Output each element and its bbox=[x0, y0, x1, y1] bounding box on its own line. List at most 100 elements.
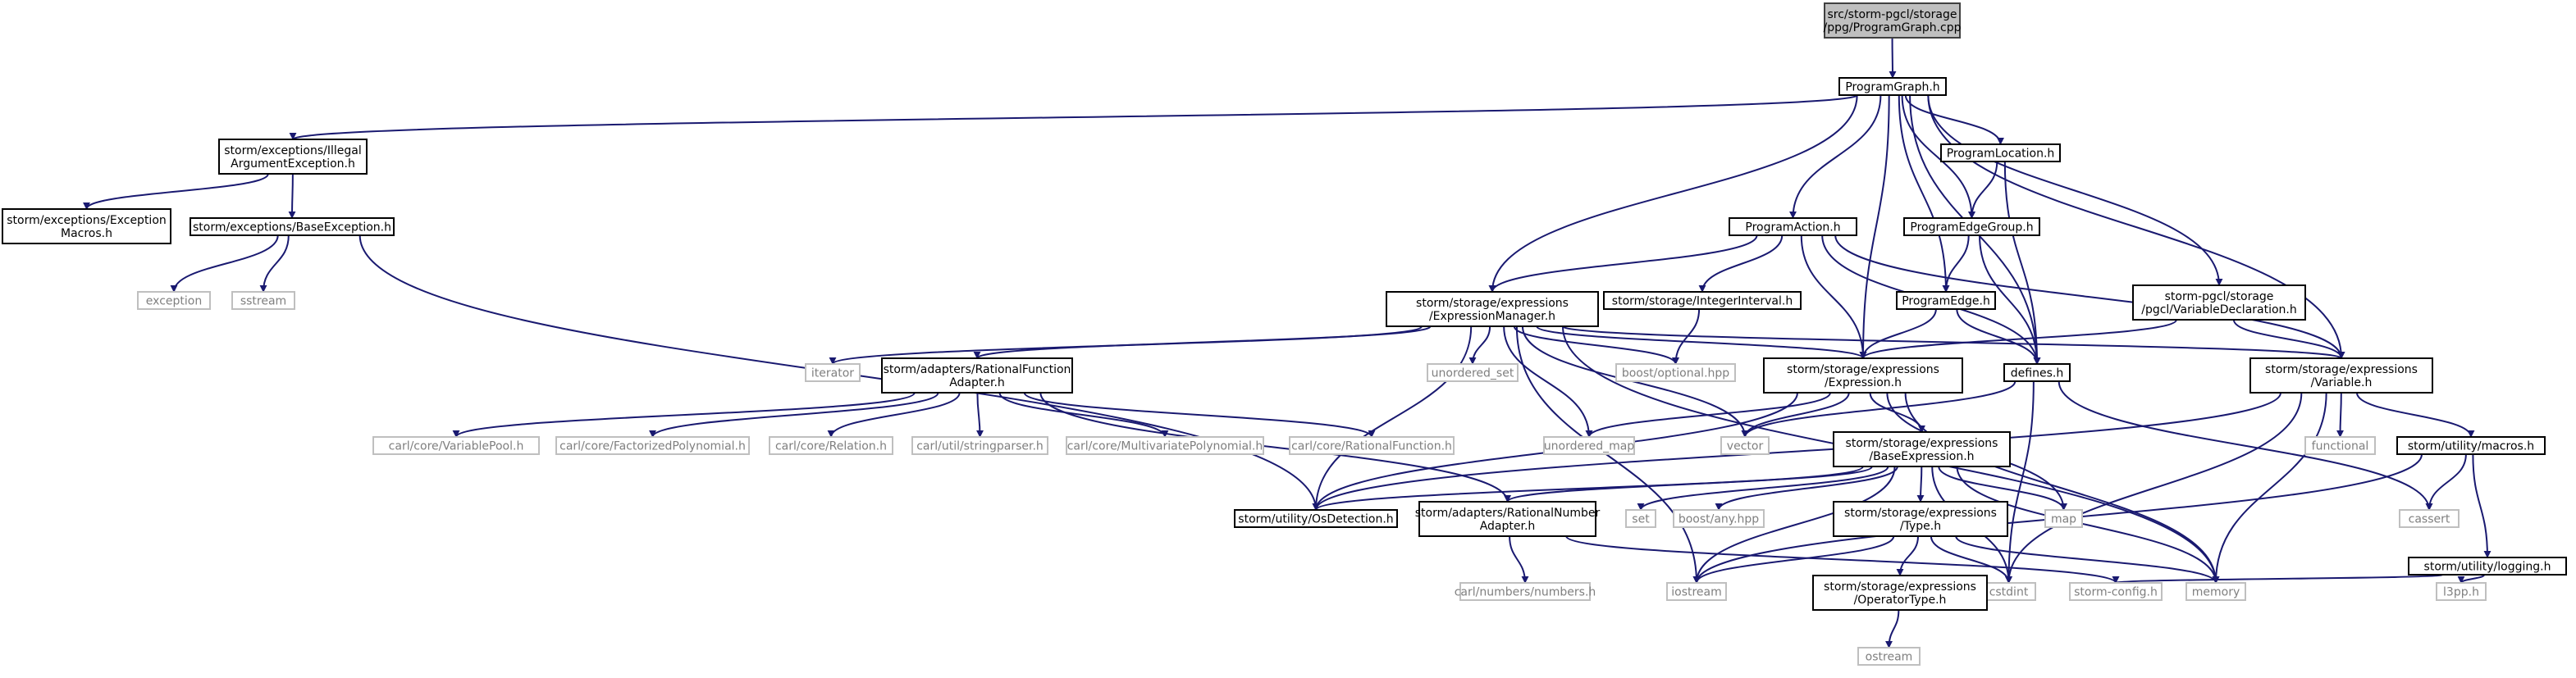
node-label: exception bbox=[146, 295, 202, 308]
edge-baseexpr-to-set bbox=[1637, 466, 1889, 511]
node-baseexc[interactable]: storm/exceptions/BaseException.h bbox=[190, 217, 395, 236]
node-label: functional bbox=[2312, 440, 2369, 453]
edge-rfadapter-to-multipoly bbox=[998, 392, 1169, 438]
edge-ploc-to-defines bbox=[2003, 161, 2041, 365]
node-box bbox=[2396, 436, 2546, 455]
node-defines[interactable]: defines.h bbox=[2003, 363, 2071, 382]
node-exprmgr[interactable]: storm/storage/expressions/ExpressionMana… bbox=[1386, 291, 1599, 327]
node-label: /BaseExpression.h bbox=[1869, 450, 1974, 463]
node-box bbox=[2069, 582, 2163, 601]
node-type[interactable]: storm/storage/expressions/Type.h bbox=[1833, 501, 2008, 537]
edge-exprmgr-to-unordered_set bbox=[1468, 325, 1491, 365]
node-cassert: cassert bbox=[2399, 509, 2460, 528]
edge-baseexpr-to-iostream bbox=[1692, 466, 1896, 584]
node-label: iterator bbox=[811, 367, 854, 380]
node-box bbox=[1763, 357, 1963, 394]
node-label: storm/storage/IntegerInterval.h bbox=[1612, 295, 1793, 308]
node-paction[interactable]: ProgramAction.h bbox=[1729, 217, 1857, 236]
edges-layer bbox=[83, 37, 2492, 648]
node-multipoly: carl/core/MultivariatePolynomial.h bbox=[1066, 436, 1264, 455]
node-box bbox=[1289, 436, 1455, 455]
node-label: storm/storage/expressions bbox=[1846, 437, 1998, 450]
node-label: cstdint bbox=[1989, 586, 2029, 599]
node-varpool: carl/core/VariablePool.h bbox=[372, 436, 540, 455]
node-logging[interactable]: storm/utility/logging.h bbox=[2408, 557, 2567, 576]
node-pg[interactable]: ProgramGraph.h bbox=[1838, 77, 1947, 96]
edge-baseexpr-to-osdetect bbox=[1312, 466, 1864, 511]
edge-ploc-to-peg bbox=[1968, 161, 1998, 219]
node-peg[interactable]: ProgramEdgeGroup.h bbox=[1903, 217, 2040, 236]
node-set: set bbox=[1625, 509, 1656, 528]
edge-expr-to-unordered_map bbox=[1585, 392, 1831, 438]
edge-exprmgr-to-osdetect bbox=[1312, 325, 1473, 511]
node-label: storm/storage/expressions bbox=[1416, 297, 1569, 310]
node-box bbox=[2185, 582, 2246, 601]
edge-pedge-to-defines bbox=[1956, 308, 2041, 365]
node-intinterval[interactable]: storm/storage/IntegerInterval.h bbox=[1603, 291, 1802, 310]
node-unordered_set: unordered_set bbox=[1427, 363, 1519, 382]
node-box bbox=[2408, 557, 2567, 576]
node-box bbox=[1940, 143, 2061, 162]
nodes-layer: src/storm-pgcl/storage/ppg/ProgramGraph.… bbox=[2, 2, 2567, 666]
node-variable[interactable]: storm/storage/expressions/Variable.h bbox=[2249, 357, 2433, 394]
node-vardecl[interactable]: storm-pgcl/storage/pgcl/VariableDeclarat… bbox=[2132, 284, 2306, 321]
node-label: /ExpressionManager.h bbox=[1429, 310, 1555, 323]
edge-pg-to-expr bbox=[1859, 94, 1890, 359]
node-baseexpr[interactable]: storm/storage/expressions/BaseExpression… bbox=[1833, 431, 2011, 467]
node-label: cassert bbox=[2409, 513, 2450, 526]
edge-illegal-to-baseexc bbox=[288, 173, 296, 219]
node-box bbox=[1418, 501, 1596, 537]
node-box bbox=[372, 436, 540, 455]
node-illegal[interactable]: storm/exceptions/IllegalArgumentExceptio… bbox=[218, 139, 368, 175]
edge-defines-to-cassert bbox=[2058, 380, 2433, 511]
node-osdetect[interactable]: storm/utility/OsDetection.h bbox=[1234, 509, 1398, 528]
node-box bbox=[2044, 509, 2083, 528]
edge-rfadapter-to-rnadapter bbox=[1039, 392, 1511, 503]
node-l3pp: l3pp.h bbox=[2436, 582, 2487, 601]
node-label: ProgramGraph.h bbox=[1845, 81, 1939, 94]
node-stormconfig: storm-config.h bbox=[2069, 582, 2163, 601]
node-label: /ppg/ProgramGraph.cpp bbox=[1823, 21, 1961, 34]
node-box bbox=[137, 291, 211, 310]
node-box bbox=[1386, 291, 1599, 327]
node-box bbox=[1543, 436, 1635, 455]
node-expr[interactable]: storm/storage/expressions/Expression.h bbox=[1763, 357, 1963, 394]
edge-type-to-cstdint bbox=[1930, 535, 2012, 584]
edge-illegal-to-excmacros bbox=[83, 173, 269, 210]
edge-baseexpr-to-map bbox=[1938, 466, 2067, 511]
node-label: carl/core/Relation.h bbox=[775, 440, 887, 453]
node-label: iostream bbox=[1671, 586, 1722, 599]
edge-variable-to-cstdint bbox=[2005, 392, 2303, 584]
node-box bbox=[1666, 582, 1727, 601]
node-label: ProgramLocation.h bbox=[1947, 148, 2055, 161]
node-box bbox=[2249, 357, 2433, 394]
edge-exprmgr-to-unordered_map bbox=[1503, 325, 1593, 438]
edge-baseexpr-to-memory bbox=[1956, 466, 2220, 584]
node-label: Adapter.h bbox=[949, 376, 1005, 389]
node-iostream: iostream bbox=[1666, 582, 1727, 601]
node-macros[interactable]: storm/utility/macros.h bbox=[2396, 436, 2546, 455]
edge-vardecl-to-variable bbox=[2232, 319, 2345, 359]
edge-rnadapter-to-carlnumbers bbox=[1509, 535, 1529, 584]
node-box bbox=[2399, 509, 2460, 528]
edge-logging-to-l3pp bbox=[2457, 574, 2486, 584]
node-label: /Variable.h bbox=[2311, 376, 2373, 389]
node-optype[interactable]: storm/storage/expressions/OperatorType.h bbox=[1812, 575, 1988, 611]
node-label: storm/utility/OsDetection.h bbox=[1238, 513, 1393, 526]
node-label: Macros.h bbox=[61, 227, 112, 240]
node-label: boost/optional.hpp bbox=[1622, 367, 1729, 380]
node-box bbox=[911, 436, 1048, 455]
node-label: storm/exceptions/Illegal bbox=[224, 144, 362, 157]
node-label: carl/core/FactorizedPolynomial.h bbox=[560, 440, 746, 453]
node-pedge[interactable]: ProgramEdge.h bbox=[1896, 291, 1996, 310]
node-label: storm/storage/expressions bbox=[1844, 507, 1997, 520]
node-box bbox=[1673, 509, 1765, 528]
node-box bbox=[2436, 582, 2487, 601]
node-label: boost/any.hpp bbox=[1679, 513, 1759, 526]
node-label: storm/utility/macros.h bbox=[2408, 440, 2534, 453]
node-root[interactable]: src/storm-pgcl/storage/ppg/ProgramGraph.… bbox=[1823, 2, 1962, 39]
node-ploc[interactable]: ProgramLocation.h bbox=[1940, 143, 2061, 162]
